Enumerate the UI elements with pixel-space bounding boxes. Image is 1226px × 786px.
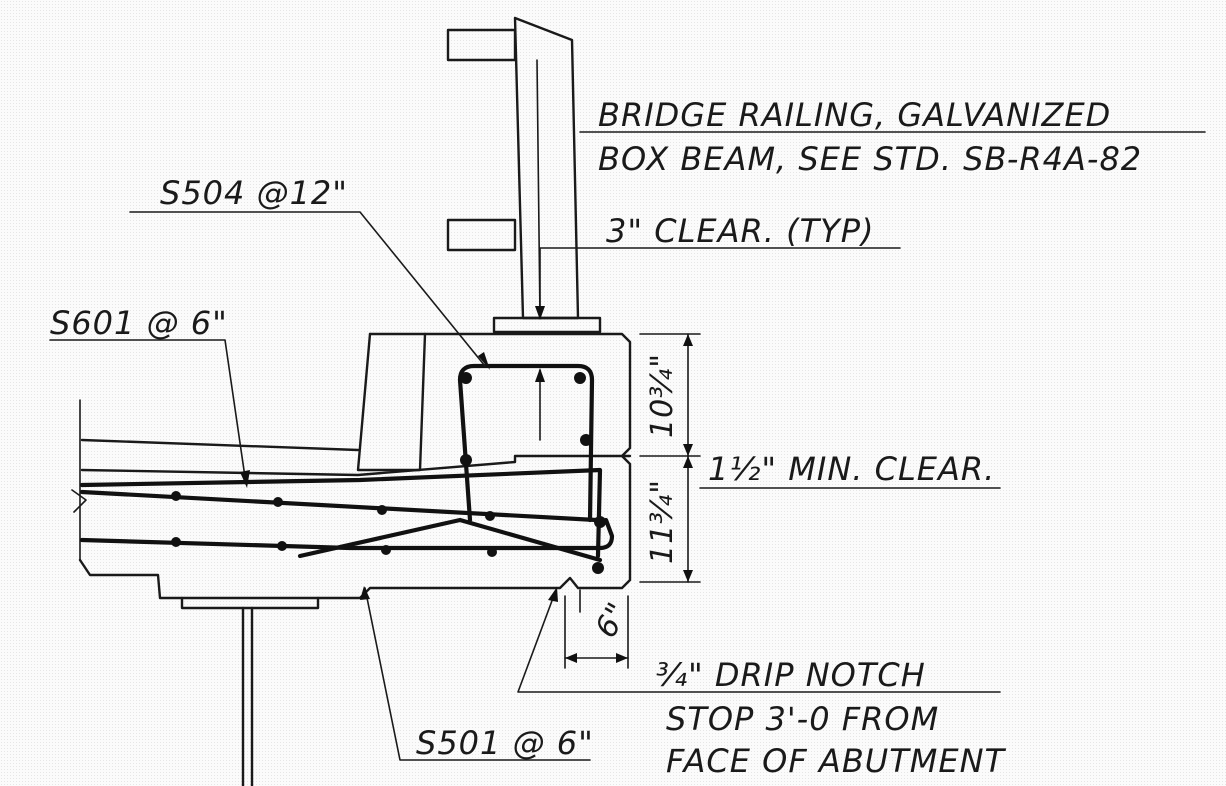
drip-notch-label: ¾" DRIP NOTCH	[656, 656, 926, 694]
railing-label-line2: BOX BEAM, SEE STD. SB-R4A-82	[598, 140, 1142, 178]
reinforcing-bars	[79, 363, 615, 563]
s601-top-bar	[79, 467, 603, 559]
post-body	[513, 16, 580, 320]
stop-label-line1: STOP 3'-0 FROM	[666, 700, 939, 738]
stop-label-line2: FACE OF ABUTMENT	[666, 742, 1007, 780]
dim-bottom-label: 11¾"	[645, 479, 680, 564]
s504-stirrup-bar	[457, 363, 595, 523]
s501-label: S501 @ 6"	[416, 724, 594, 762]
railing-label-line1: BRIDGE RAILING, GALVANIZED	[598, 96, 1111, 134]
min-clear-label: 1½" MIN. CLEAR.	[708, 450, 995, 488]
dim-top-label: 10¾"	[645, 353, 680, 438]
s601-label: S601 @ 6"	[50, 304, 228, 342]
dim-6-label: 6"	[589, 596, 637, 644]
deck-and-curb-outline	[71, 332, 632, 786]
bridge-railing-post	[446, 16, 602, 334]
labels: BRIDGE RAILING, GALVANIZED BOX BEAM, SEE…	[50, 96, 1142, 780]
clear-3-label: 3" CLEAR. (TYP)	[606, 212, 874, 250]
rail-top-box	[446, 28, 517, 62]
bar-section-dots	[171, 372, 606, 574]
leader-lines	[49, 131, 1206, 761]
base-plate	[492, 316, 602, 334]
s501-bottom-bar	[79, 517, 615, 551]
rail-bottom-box	[446, 218, 517, 252]
s504-label: S504 @12"	[160, 174, 348, 212]
